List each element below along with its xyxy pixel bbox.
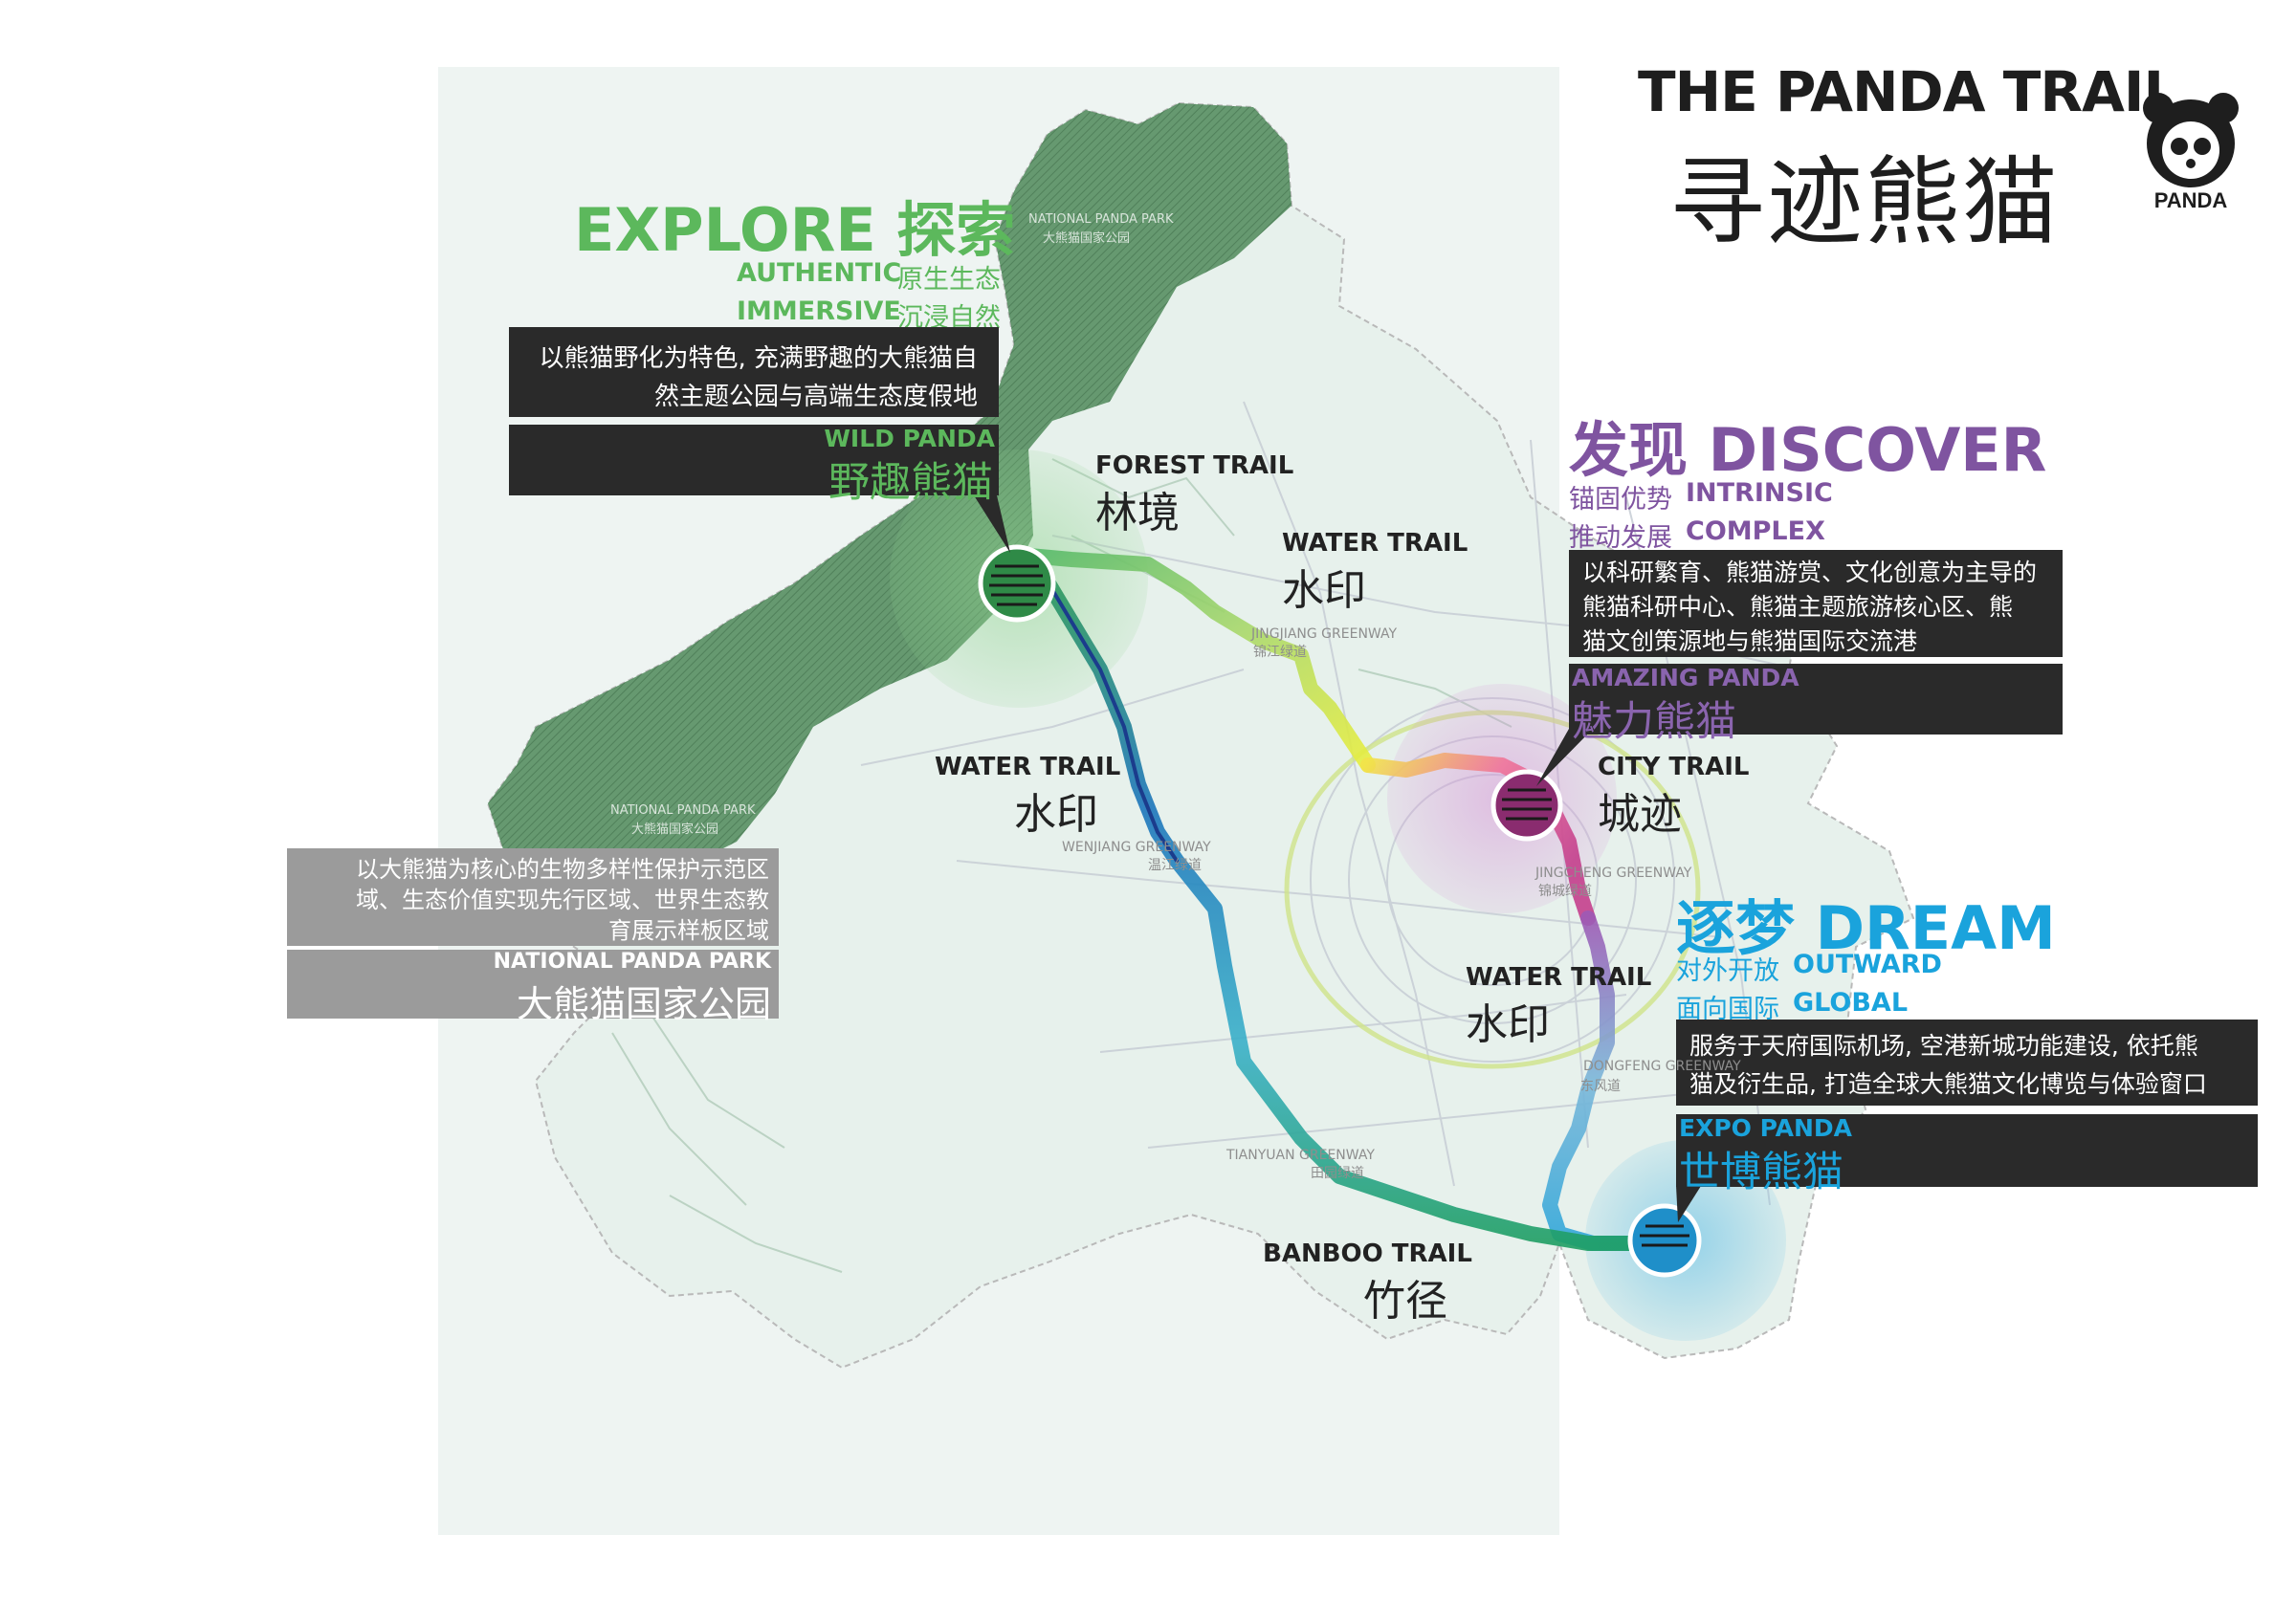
bamboo-trail-cn: 竹径 [1363, 1277, 1447, 1326]
national-park-label-box: NATIONAL PANDA PARK 大熊猫国家公园 [287, 950, 779, 1025]
park-map-label-en-2: NATIONAL PANDA PARK [610, 803, 756, 818]
page-title-en: THE PANDA TRAIL [1638, 59, 2178, 124]
wenjiang-greenway-cn: 温江绿道 [1148, 858, 1202, 873]
national-park-desc-line2: 域、生态价值实现先行区域、世界生态教 [356, 887, 769, 913]
discover-title: 发现 DISCOVER [1569, 415, 2047, 485]
tianyuan-greenway-cn: 田园绿道 [1311, 1166, 1364, 1181]
bamboo-trail-en: BANBOO TRAIL [1263, 1239, 1472, 1268]
expo-panda-cn: 世博熊猫 [1679, 1149, 1843, 1196]
trail-routes [1011, 547, 1653, 1251]
national-park-name-cn: 大熊猫国家公园 [516, 983, 771, 1025]
dream-description-box: 服务于天府国际机场, 空港新城功能建设, 依托熊 猫及衍生品, 打造全球大熊猫文… [1676, 1020, 2258, 1106]
water-trail-2-en: WATER TRAIL [935, 753, 1121, 781]
discover-sub1-cn: 锚固优势 [1569, 485, 1672, 515]
expo-panda-en: EXPO PANDA [1679, 1114, 1853, 1142]
park-map-label-cn-2: 大熊猫国家公园 [631, 822, 719, 837]
explore-sub1-cn: 原生生态 [897, 265, 1001, 295]
discover-sub1-en: INTRINSIC [1686, 478, 1833, 508]
amazing-panda-cn: 魅力熊猫 [1572, 698, 1736, 746]
wild-panda-en: WILD PANDA [824, 425, 995, 452]
jingjiang-greenway-en: JINGJIANG GREENWAY [1251, 626, 1398, 642]
panda-logo: PANDA [2143, 93, 2239, 212]
explore-description-box: 以熊猫野化为特色, 充满野趣的大熊猫自 然主题公园与高端生态度假地 [509, 327, 999, 417]
forest-trail-cn: 林境 [1095, 489, 1180, 537]
forest-trail-en: FOREST TRAIL [1095, 451, 1294, 480]
dream-title: 逐梦 DREAM [1676, 893, 2056, 963]
jingcheng-greenway-cn: 锦城绿道 [1538, 884, 1592, 899]
explore-desc-line1: 以熊猫野化为特色, 充满野趣的大熊猫自 [539, 344, 978, 373]
water-trail-1-en: WATER TRAIL [1282, 529, 1468, 558]
dongfeng-greenway-cn: 东风道 [1580, 1079, 1621, 1094]
national-park-desc-line3: 育展示样板区域 [608, 917, 769, 944]
city-trail-cn: 城迹 [1598, 790, 1682, 839]
jingjiang-greenway-cn: 锦江绿道 [1253, 645, 1307, 660]
discover-description-box: 以科研繁育、熊猫游赏、文化创意为主导的 熊猫科研中心、熊猫主题旅游核心区、熊 猫… [1569, 550, 2063, 657]
tianyuan-greenway-en: TIANYUAN GREENWAY [1226, 1148, 1375, 1163]
dream-sub1-cn: 对外开放 [1676, 956, 1779, 986]
wild-panda-marker [978, 544, 1056, 623]
explore-sub2-en: IMMERSIVE [737, 296, 901, 326]
amazing-panda-marker [1490, 769, 1563, 842]
logo-text: PANDA [2154, 188, 2228, 212]
water-trail-2-cn: 水印 [1014, 790, 1098, 839]
wild-panda-pointer [974, 495, 1010, 553]
amazing-panda-en: AMAZING PANDA [1572, 664, 1799, 691]
park-map-label-cn-1: 大熊猫国家公园 [1043, 231, 1131, 246]
amazing-panda-label-box: AMAZING PANDA 魅力熊猫 [1569, 664, 2063, 746]
explore-sub1-en: AUTHENTIC [737, 258, 902, 288]
expo-panda-label-box: EXPO PANDA 世博熊猫 [1676, 1114, 2258, 1196]
expo-panda-marker [1627, 1203, 1702, 1278]
explore-desc-line2: 然主题公园与高端生态度假地 [653, 383, 978, 411]
dream-sub2-cn: 面向国际 [1676, 995, 1779, 1024]
discover-desc-line2: 熊猫科研中心、熊猫主题旅游核心区、熊 [1582, 593, 2014, 621]
national-park-description-box: 以大熊猫为核心的生物多样性保护示范区 域、生态价值实现先行区域、世界生态教 育展… [287, 848, 779, 946]
national-park-hatch [488, 103, 1292, 918]
national-park-name-en: NATIONAL PANDA PARK [493, 950, 771, 974]
dongfeng-greenway-en: DONGFENG GREENWAY [1583, 1059, 1741, 1074]
page-title-cn: 寻迹熊猫 [1669, 146, 2060, 258]
wild-panda-cn: 野趣熊猫 [828, 459, 993, 507]
jingcheng-greenway-en: JINGCHENG GREENWAY [1535, 866, 1692, 881]
explore-title: EXPLORE 探索 [574, 195, 1016, 265]
national-park-desc-line1: 以大熊猫为核心的生物多样性保护示范区 [356, 856, 769, 883]
wild-panda-label-box: WILD PANDA 野趣熊猫 [509, 425, 999, 507]
water-trail-3-en: WATER TRAIL [1466, 963, 1652, 992]
discover-desc-line3: 猫文创策源地与熊猫国际交流港 [1582, 627, 1918, 655]
park-map-label-en-1: NATIONAL PANDA PARK [1028, 212, 1174, 227]
discover-sub2-en: COMPLEX [1686, 516, 1825, 546]
dream-desc-line1: 服务于天府国际机场, 空港新城功能建设, 依托熊 [1689, 1032, 2198, 1060]
expo-panda-pointer [1676, 1186, 1701, 1222]
water-trail-3-cn: 水印 [1466, 1000, 1550, 1049]
discover-sub2-cn: 推动发展 [1569, 523, 1672, 553]
dream-desc-line2: 猫及衍生品, 打造全球大熊猫文化博览与体验窗口 [1689, 1070, 2207, 1098]
city-trail-en: CITY TRAIL [1598, 753, 1750, 781]
water-trail-1-cn: 水印 [1282, 566, 1366, 615]
dream-sub2-en: GLOBAL [1793, 988, 1909, 1018]
discover-desc-line1: 以科研繁育、熊猫游赏、文化创意为主导的 [1582, 559, 2038, 586]
forest-water-trail-route [1011, 547, 1376, 773]
wenjiang-greenway-en: WENJIANG GREENWAY [1062, 840, 1211, 855]
amazing-panda-pointer [1536, 729, 1593, 786]
dream-sub1-en: OUTWARD [1793, 950, 1942, 979]
